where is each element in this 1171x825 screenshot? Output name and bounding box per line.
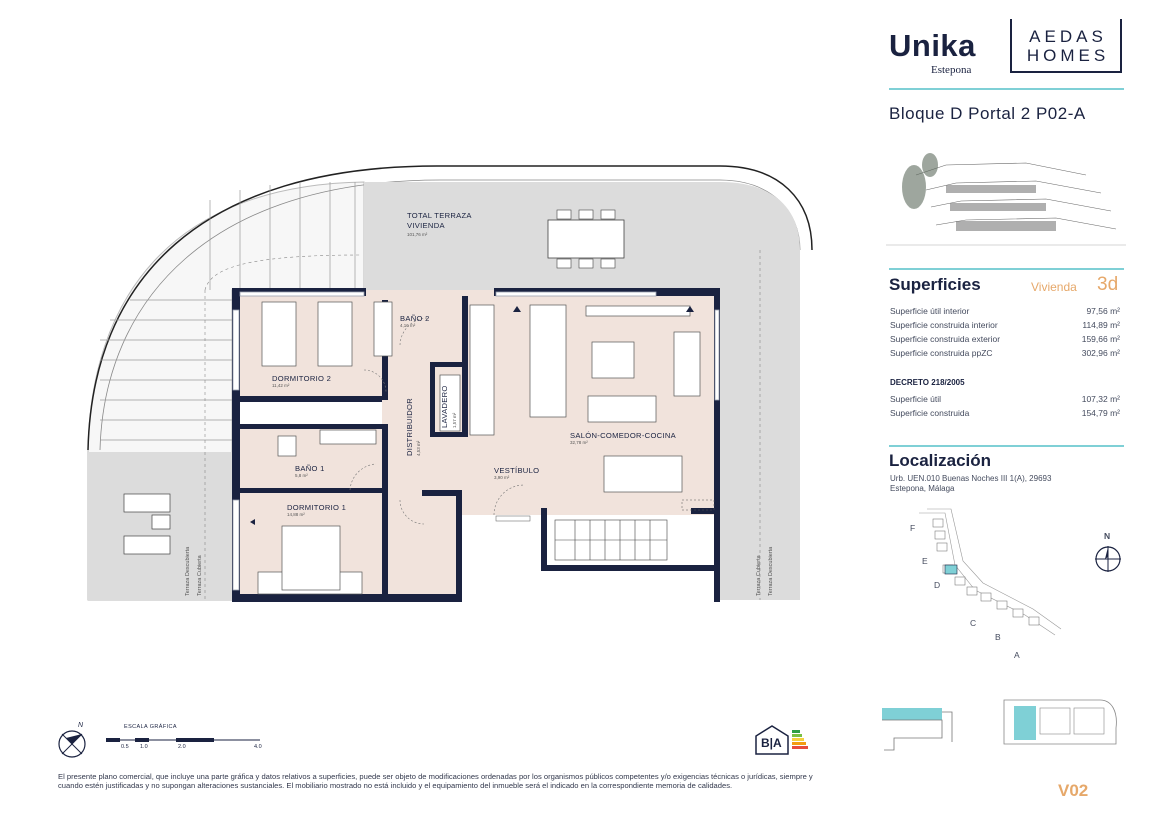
room-area-dormitorio2: 11,42 m² <box>272 383 290 388</box>
floor-plan <box>87 165 813 602</box>
divider <box>889 445 1124 447</box>
terrace-label-3: Terraza Cubierta <box>756 555 762 596</box>
address-line1: Urb. UEN.010 Buenas Noches III 1(A), 296… <box>890 474 1052 483</box>
block-label: D <box>934 580 941 590</box>
localizacion-title: Localización <box>889 451 992 470</box>
energy-rating-icon <box>755 725 808 755</box>
room-area-distribuidor: 4,53 m² <box>416 440 421 456</box>
room-area-vestibulo: 3,90 m² <box>494 475 510 480</box>
terrace-dash-arc <box>204 254 361 291</box>
room-label-lavadero: LAVADERO <box>440 385 449 428</box>
version-label: V02 <box>1058 781 1089 800</box>
furniture <box>257 301 701 595</box>
scale-bar <box>106 738 260 742</box>
room-label-bano1: BAÑO 1 <box>295 464 325 473</box>
scale-tick: 1.0 <box>140 744 148 750</box>
north-label: N <box>78 722 84 729</box>
compass-icon <box>1095 546 1121 572</box>
building-illustration <box>886 145 1126 263</box>
surface-row-value: 159,66 m² <box>1081 334 1120 344</box>
pergola-slats <box>100 182 356 441</box>
terrace-label-4: Terraza Descubierta <box>768 546 774 596</box>
brand-location: Estepona <box>931 64 972 76</box>
block-label: C <box>970 618 977 628</box>
room-label-salon: SALÓN-COMEDOR-COCINA <box>570 431 676 440</box>
doors <box>349 317 525 525</box>
room-area-terraza: 101,76 m² <box>407 232 428 237</box>
scale-tick: 2.0 <box>178 744 186 750</box>
decreto-row-label: Superficie útil <box>890 394 942 404</box>
terrace-top <box>364 182 800 600</box>
divider <box>889 88 1124 90</box>
room-label-distribuidor: DISTRIBUIDOR <box>405 397 414 456</box>
scale-tick: 0.5 <box>121 744 129 750</box>
surface-row-label: Superficie construida interior <box>890 320 998 330</box>
vivienda-label: Vivienda <box>1031 280 1077 294</box>
room-area-salon: 32,78 m² <box>570 440 588 445</box>
room-area-bano2: 4,16 m² <box>400 323 416 328</box>
terrace-table <box>547 219 625 259</box>
decreto-row-value: 107,32 m² <box>1081 394 1120 404</box>
brand-name: Unika <box>889 28 976 63</box>
decreto-row-label: Superficie construida <box>890 408 970 418</box>
scale-title: ESCALA GRÁFICA <box>124 724 177 730</box>
surface-row-label: Superficie útil interior <box>890 306 970 316</box>
north-arrow-icon <box>58 730 86 758</box>
terrace-label-2: Terraza Cubierta <box>197 555 203 596</box>
decreto-title: DECRETO 218/2005 <box>890 378 965 387</box>
surface-row-value: 302,96 m² <box>1081 348 1120 358</box>
aedas-logo: AEDAS HOMES <box>1010 19 1122 73</box>
superficies-title: Superficies <box>889 275 981 294</box>
room-label-terraza-2: VIVIENDA <box>407 221 445 230</box>
terrace-outer-arc <box>87 165 813 451</box>
room-label-bano2: BAÑO 2 <box>400 314 430 323</box>
room-label-dormitorio1: DORMITORIO 1 <box>287 503 347 512</box>
vivienda-type: 3d <box>1097 274 1119 295</box>
address: Urb. UEN.010 Buenas Noches III 1(A), 296… <box>890 474 1051 494</box>
address-line2: Estepona, Málaga <box>890 484 955 493</box>
loungers <box>123 493 171 555</box>
energy-label: B|A <box>761 736 782 750</box>
surface-row-value: 114,89 m² <box>1082 320 1120 330</box>
room-area-bano1: 5,8 m² <box>295 473 308 478</box>
room-label-terraza: TOTAL TERRAZA <box>407 211 472 220</box>
divider <box>889 268 1124 270</box>
surface-row-value: 97,56 m² <box>1086 306 1120 316</box>
aedas-line2: HOMES <box>1026 46 1110 65</box>
block-label: A <box>1014 650 1020 660</box>
block-label: B <box>995 632 1001 642</box>
location-map <box>919 508 1062 636</box>
room-area-dormitorio1: 14,88 m² <box>287 512 305 517</box>
block-label: F <box>910 523 916 533</box>
decreto-row-value: 154,79 m² <box>1081 408 1120 418</box>
block-label: E <box>922 556 928 566</box>
scale-tick: 4.0 <box>254 744 262 750</box>
section-diagram <box>882 708 953 751</box>
aedas-line1: AEDAS <box>1029 27 1107 46</box>
room-label-vestibulo: VESTÍBULO <box>494 466 540 475</box>
surface-row-label: Superficie construida exterior <box>890 334 1001 344</box>
room-label-dormitorio2: DORMITORIO 2 <box>272 374 332 383</box>
unit-title: Bloque D Portal 2 P02-A <box>889 104 1086 123</box>
compass-north-label: N <box>1104 531 1111 541</box>
surface-row-label: Superficie construida ppZC <box>890 348 993 358</box>
floor-key-diagram <box>1003 699 1117 745</box>
disclaimer-text: El presente plano comercial, que incluye… <box>58 772 813 791</box>
terrace-label-1: Terraza Descubierta <box>185 546 191 596</box>
room-area-lavadero: 1,57 m² <box>452 412 457 428</box>
stairs <box>554 519 668 561</box>
